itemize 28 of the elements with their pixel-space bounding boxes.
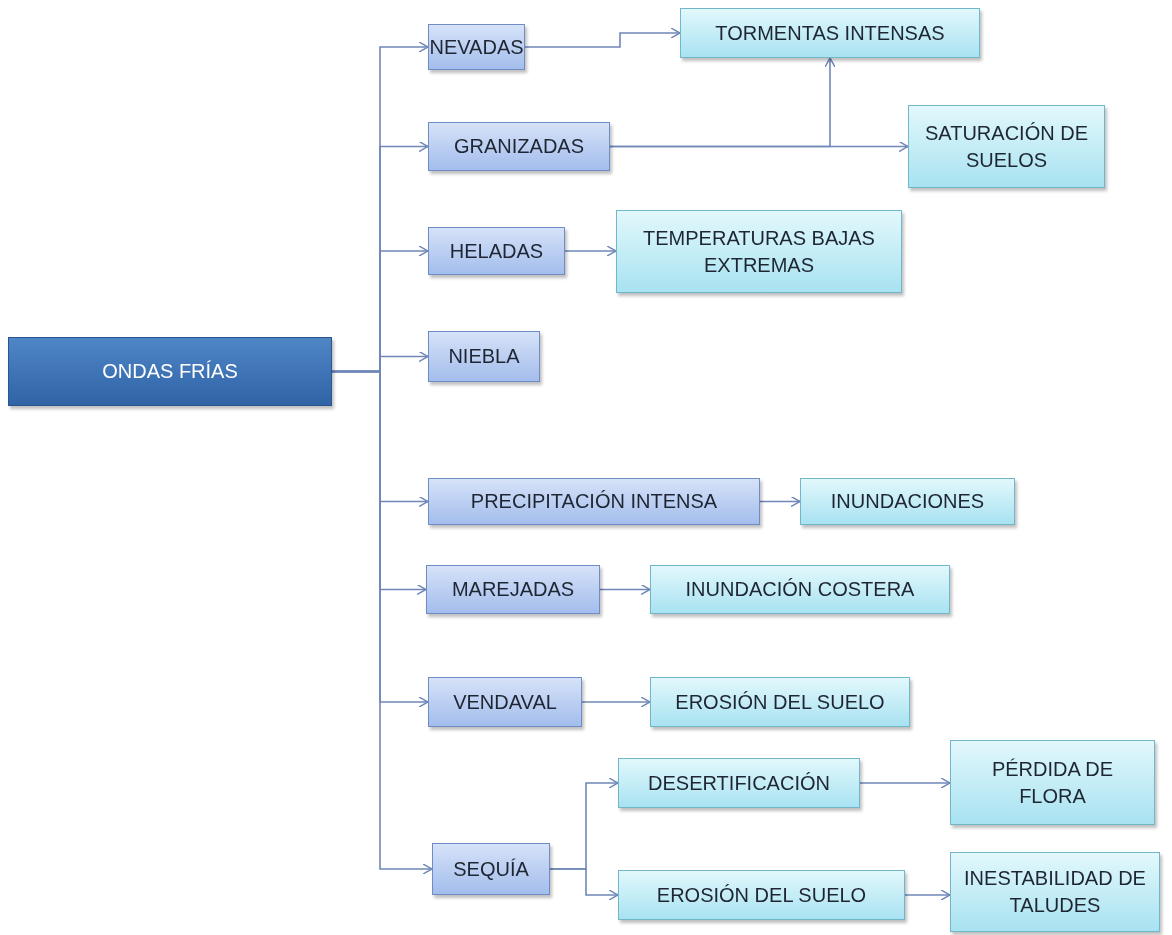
- arrow: [549, 868, 619, 901]
- concept-box: MAREJADAS: [426, 565, 600, 614]
- concept-box: INUNDACIÓN COSTERA: [650, 565, 950, 614]
- concept-box: PRECIPITACIÓN INTENSA: [428, 478, 760, 525]
- concept-box: GRANIZADAS: [428, 122, 610, 171]
- concept-box: VENDAVAL: [428, 677, 582, 727]
- concept-box: NIEBLA: [428, 331, 540, 382]
- concept-box: EROSIÓN DEL SUELO: [618, 870, 905, 920]
- root-box: ONDAS FRÍAS: [8, 337, 332, 406]
- concept-box: HELADAS: [428, 227, 565, 275]
- concept-box: INUNDACIONES: [800, 478, 1015, 525]
- arrow: [599, 583, 651, 596]
- arrow: [524, 27, 681, 48]
- concept-box: DESERTIFICACIÓN: [618, 758, 860, 808]
- concept-box: TEMPERATURAS BAJAS EXTREMAS: [616, 210, 902, 293]
- arrow: [859, 777, 951, 789]
- arrow: [759, 495, 801, 508]
- arrow: [609, 57, 836, 148]
- arrow: [904, 889, 951, 901]
- arrow: [564, 245, 617, 257]
- concept-box: SATURACIÓN DE SUELOS: [908, 105, 1105, 188]
- arrow: [581, 696, 651, 708]
- concept-box: EROSIÓN DEL SUELO: [650, 677, 910, 727]
- concept-box: SEQUÍA: [432, 843, 550, 895]
- concept-box: PÉRDIDA DE FLORA: [950, 740, 1155, 825]
- concept-box: INESTABILIDAD DE TALUDES: [950, 852, 1160, 932]
- concept-box: NEVADAS: [428, 24, 525, 70]
- concept-box: TORMENTAS INTENSAS: [680, 8, 980, 58]
